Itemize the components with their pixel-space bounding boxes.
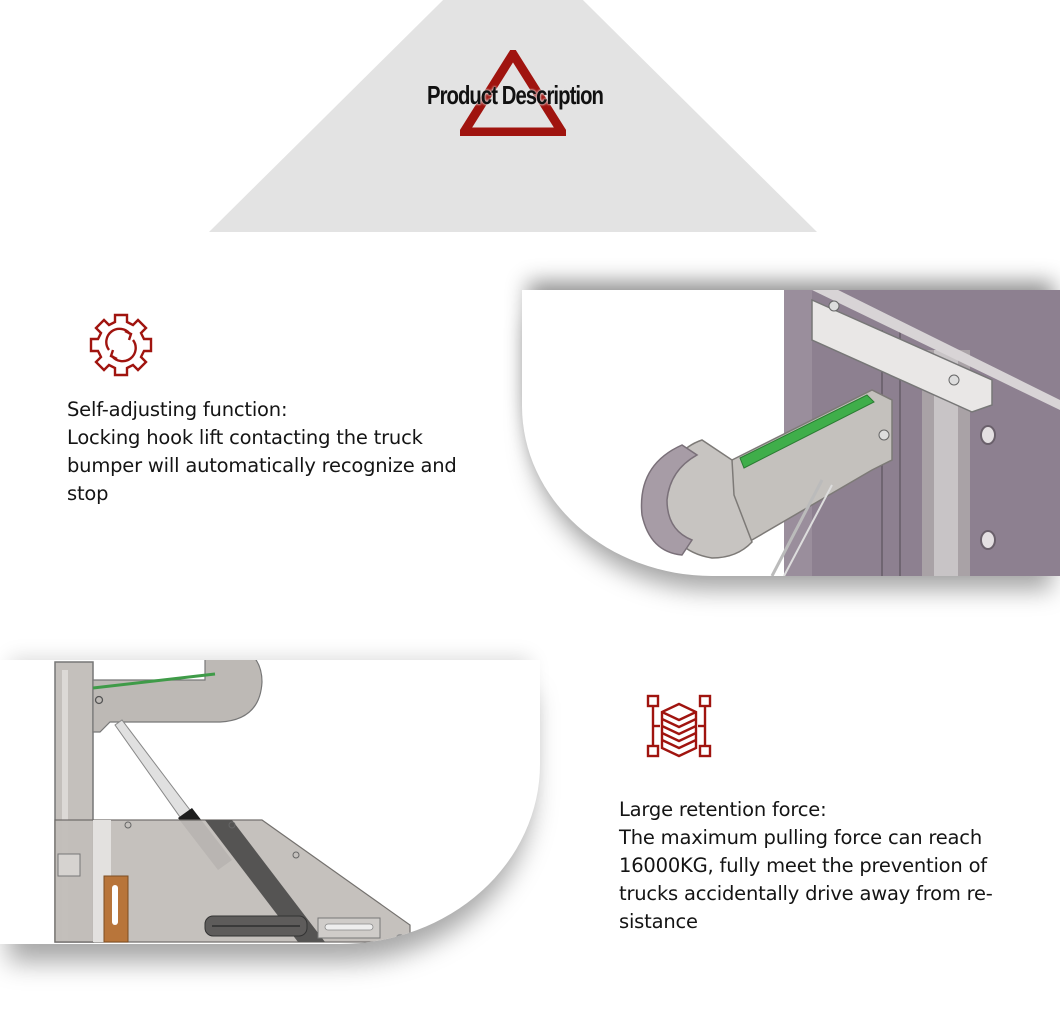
feature-line: bumper will automatically recognize and: [67, 454, 457, 477]
feature-heading: Large retention force:: [619, 798, 827, 821]
feature-self-adjusting: Self-adjusting function: Locking hook li…: [67, 396, 487, 508]
feature-line: The maximum pulling force can reach: [619, 826, 982, 849]
section-title: Product Description: [400, 50, 630, 140]
feature-line: trucks accidentally drive away from re-: [619, 882, 993, 905]
triangle-icon: [460, 50, 566, 136]
feature-line: 16000KG, fully meet the prevention of: [619, 854, 987, 877]
feature-line: stop: [67, 482, 109, 505]
page-title: Product Description: [426, 80, 604, 110]
gear-refresh-icon: [89, 313, 153, 377]
hook-closeup-image: [522, 290, 1060, 576]
feature-heading: Self-adjusting function:: [67, 398, 288, 421]
feature-line: Locking hook lift contacting the truck: [67, 426, 423, 449]
hook-side-view-image: [0, 660, 540, 944]
feature-line: sistance: [619, 910, 698, 933]
server-stack-network-icon: [646, 694, 712, 758]
feature-retention-force: Large retention force: The maximum pulli…: [619, 796, 1039, 936]
